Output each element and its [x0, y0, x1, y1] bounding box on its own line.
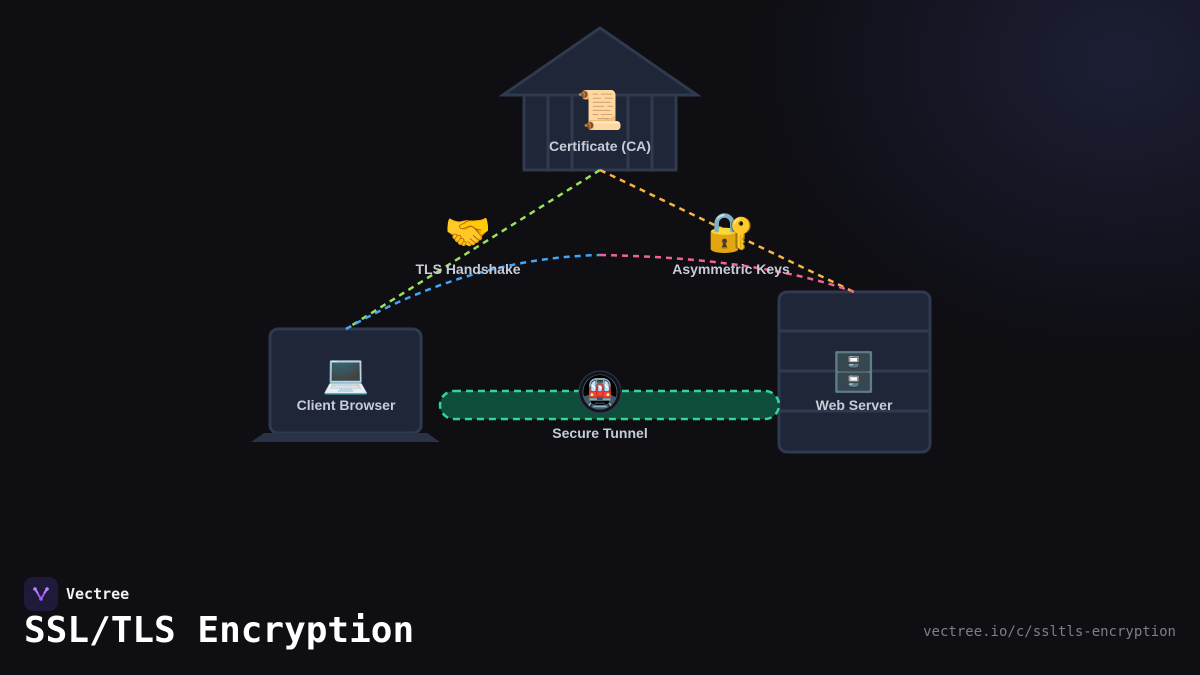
brand[interactable]: Vectree: [24, 577, 129, 611]
server-rack[interactable]: [777, 290, 932, 454]
ca-building[interactable]: [498, 26, 702, 172]
edge-ca-client: [345, 168, 601, 331]
vectree-logo-icon: [24, 577, 58, 611]
handshake-icon: 🤝: [444, 210, 492, 254]
client-laptop[interactable]: [251, 327, 440, 442]
tunnel-portal: [578, 370, 622, 414]
server-label: Web Server: [815, 397, 893, 413]
keys-label: Asymmetric Keys: [672, 261, 790, 277]
client-label: Client Browser: [296, 397, 396, 413]
edge-client-handshake: [345, 253, 601, 331]
handshake-label: TLS Handshake: [415, 261, 521, 277]
ca-label: Certificate (CA): [549, 138, 651, 154]
brand-name: Vectree: [66, 585, 130, 603]
train-icon: 🚇: [580, 373, 620, 411]
tunnel-label: Secure Tunnel: [552, 425, 648, 441]
page-title: SSL/TLS Encryption: [24, 610, 415, 651]
locked-with-key-icon: 🔐: [707, 210, 755, 254]
laptop-icon: 💻: [322, 352, 370, 396]
file-cabinet-icon: 🗄️: [830, 350, 878, 394]
edge-keys-server: [599, 253, 855, 294]
scroll-icon: 📜: [576, 88, 624, 132]
edge-ca-server: [599, 168, 855, 294]
page-url[interactable]: vectree.io/c/ssltls-encryption: [923, 624, 1176, 640]
